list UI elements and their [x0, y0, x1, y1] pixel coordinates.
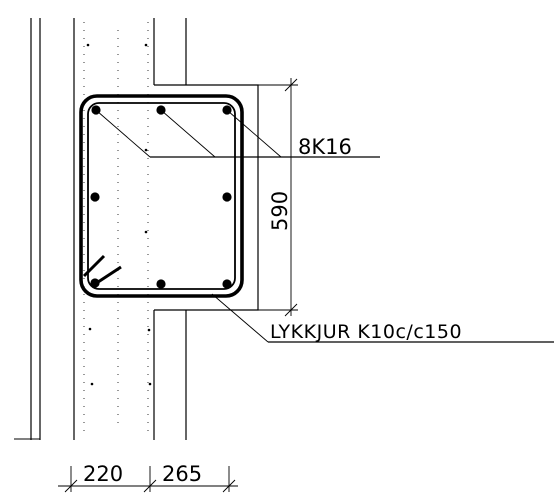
rebar-bars [90, 105, 232, 289]
rebar-bar [156, 279, 166, 289]
stirrup-leader-line [211, 293, 554, 343]
stirrup-label: LYKKJUR K10c/c150 [270, 321, 462, 343]
concrete-specks [86, 43, 152, 386]
rebar-label: 8K16 [298, 135, 352, 159]
column-outline [154, 84, 259, 311]
width-dimension-label-1: 220 [83, 462, 123, 486]
wall-lines [14, 18, 187, 440]
width-dimension [58, 466, 238, 493]
rebar-leader-lines [96, 110, 380, 158]
rebar-bar [222, 279, 232, 289]
stirrup-outer [79, 94, 244, 298]
rebar-bar [222, 192, 232, 202]
stirrup-inner [87, 102, 236, 290]
hatch-dotted-lines [83, 22, 149, 438]
rebar-bar [90, 192, 100, 202]
height-dimension [258, 78, 298, 317]
height-dimension-label: 590 [268, 191, 292, 231]
width-dimension-label-2: 265 [162, 462, 202, 486]
stirrup-hook [82, 254, 122, 288]
rebar-bar [90, 278, 100, 288]
